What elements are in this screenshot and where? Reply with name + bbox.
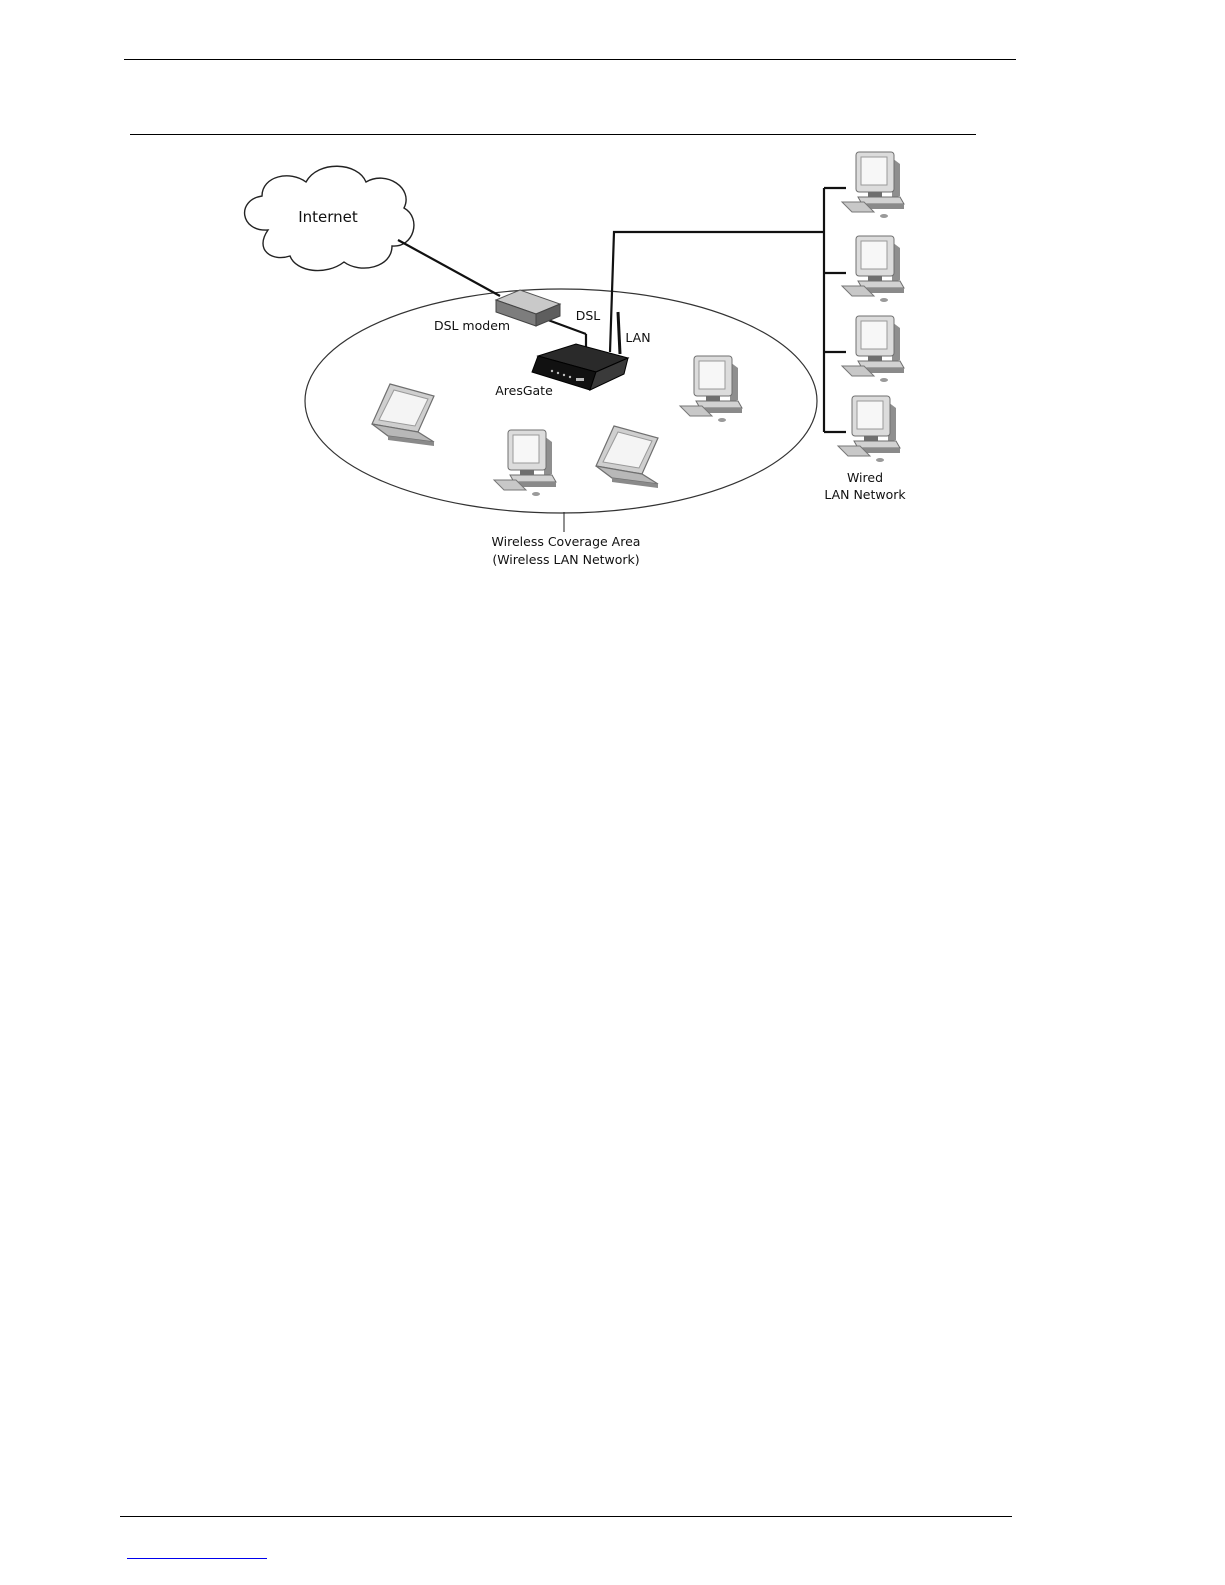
dsl-modem-label: DSL modem — [434, 318, 510, 333]
desktop-computer-icon — [494, 430, 556, 496]
desktop-computer-icon — [680, 356, 742, 422]
wireless-label-line2: (Wireless LAN Network) — [492, 552, 639, 567]
dsl-label: DSL — [576, 308, 601, 323]
router-icon — [532, 312, 628, 390]
desktop-computer-icon — [838, 396, 900, 462]
router-label: AresGate — [495, 383, 553, 398]
desktop-computer-icon — [842, 316, 904, 382]
laptop-icon — [596, 426, 658, 488]
lan-label: LAN — [625, 330, 650, 345]
laptop-icon — [372, 384, 434, 446]
wireless-label-line1: Wireless Coverage Area — [492, 534, 641, 549]
desktop-computer-icon — [842, 236, 904, 302]
wired-label-line1: Wired — [847, 470, 883, 485]
wired-label-line2: LAN Network — [824, 487, 906, 502]
desktop-computer-icon — [842, 152, 904, 218]
cables — [398, 188, 846, 432]
internet-label: Internet — [298, 208, 358, 226]
